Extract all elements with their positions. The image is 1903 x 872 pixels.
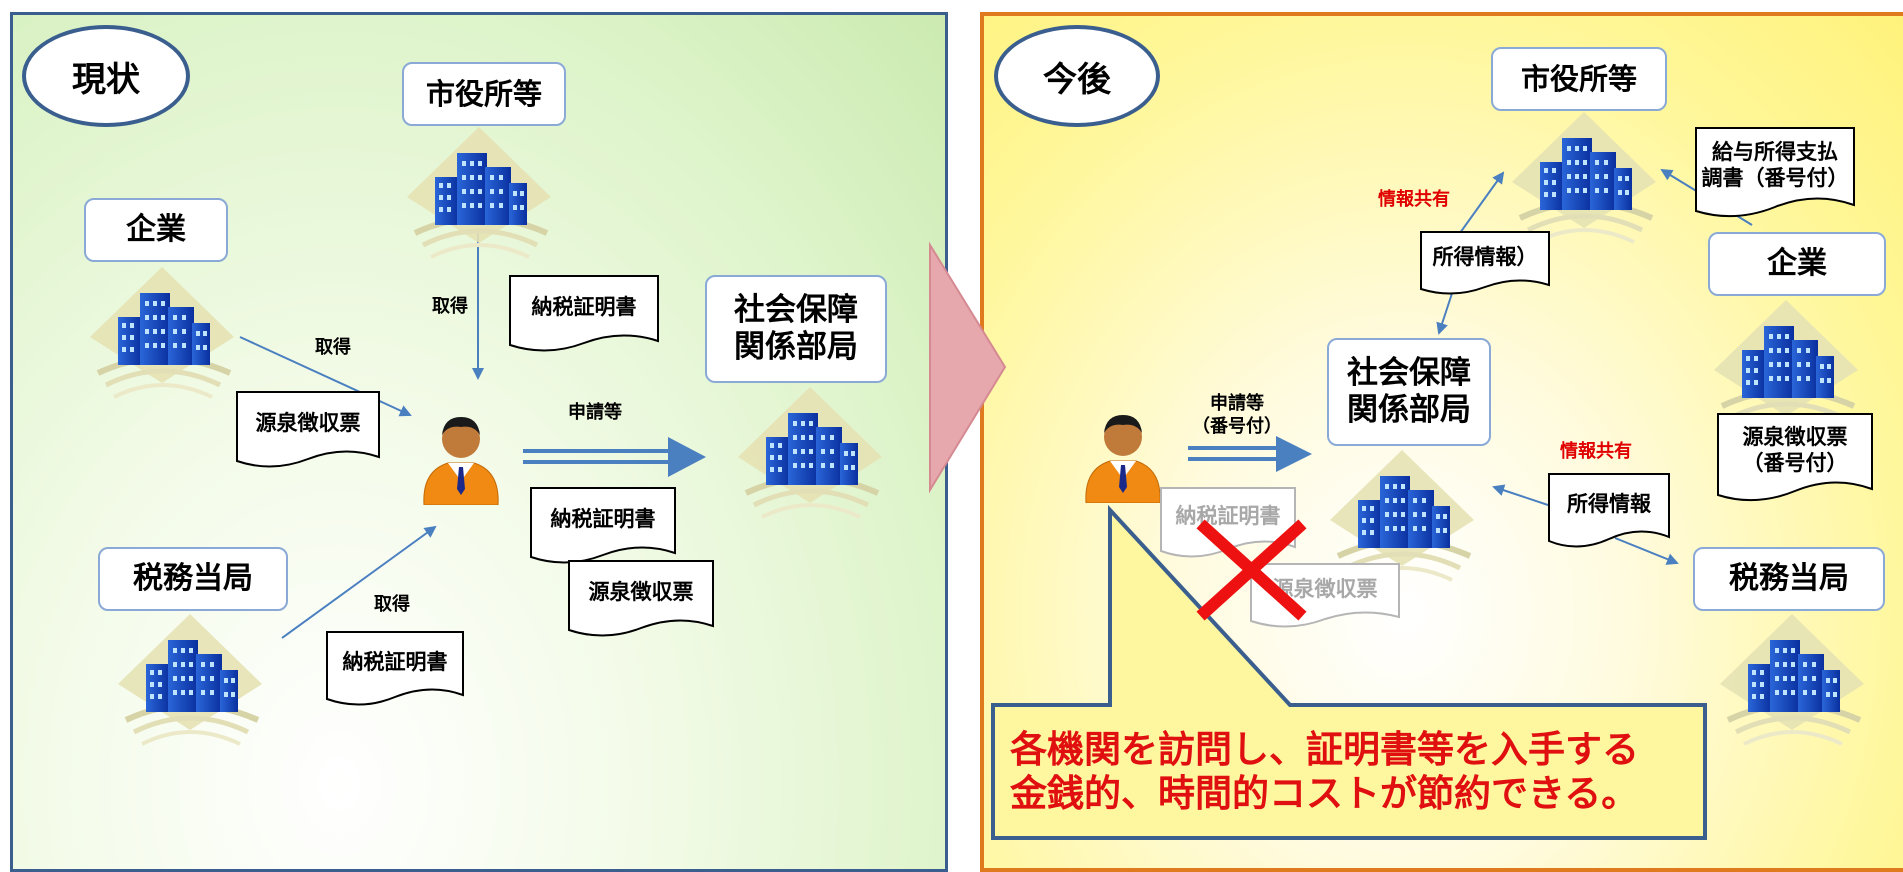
- person-shape: [423, 417, 499, 506]
- city-office-label-right: 市役所等: [1491, 47, 1667, 111]
- doc-shape: [1548, 473, 1670, 548]
- callout-box: [991, 504, 1707, 840]
- building-icon: [401, 125, 557, 265]
- social-security-label-right: 社会保障 関係部局: [1327, 338, 1491, 446]
- info-share-label-bottom: 情報共有: [1560, 441, 1632, 462]
- doc-shape: [530, 487, 676, 564]
- doc-payment-report: 給与所得支払 調書（番号付）: [1695, 127, 1855, 223]
- obtain-label-company: 取得: [315, 337, 351, 358]
- city-office-label-left: 市役所等: [402, 62, 566, 126]
- building-icon: [1708, 298, 1864, 438]
- application-label-left: 申請等: [568, 402, 622, 423]
- building-shape: [407, 127, 551, 259]
- company-label-right: 企業: [1708, 232, 1886, 296]
- building-shape: [1330, 450, 1474, 582]
- future-state-title: 今後: [994, 25, 1160, 127]
- callout-line-1: 各機関を訪問し、証明書等を入手する: [1010, 728, 1639, 771]
- doc-shape: [1420, 231, 1550, 295]
- callout-line-2: 金銭的、時間的コストが節約できる。: [1010, 771, 1639, 815]
- doc-tax-certificate-city: 納税証明書: [509, 275, 659, 357]
- person-icon: [1080, 403, 1166, 504]
- person-icon: [418, 405, 504, 506]
- building-shape: [118, 614, 262, 746]
- current-state-title: 現状: [22, 25, 190, 127]
- doc-shape: [1717, 413, 1873, 502]
- building-shape: [1714, 300, 1858, 432]
- doc-faded-withholding-slip: 源泉徴収票: [1250, 563, 1400, 633]
- company-label-left: 企業: [84, 198, 228, 262]
- building-shape: [90, 267, 234, 399]
- application-label-right: 申請等 （番号付）: [1192, 393, 1282, 437]
- doc-income-info-top: 所得情報）: [1420, 231, 1550, 299]
- doc-shape: [509, 275, 659, 352]
- application-arrow-right: [1188, 436, 1312, 472]
- building-icon: [732, 385, 888, 525]
- building-icon: [1506, 110, 1662, 250]
- callout-text: 各機関を訪問し、証明書等を入手する 金銭的、時間的コストが節約できる。: [1010, 728, 1670, 815]
- tax-authority-label-left: 税務当局: [98, 547, 288, 611]
- person-shape: [1085, 415, 1161, 504]
- doc-faded-tax-certificate: 納税証明書: [1160, 487, 1296, 563]
- doc-submitted-tax-certificate: 納税証明書: [530, 487, 676, 569]
- building-shape: [738, 387, 882, 519]
- obtain-label-tax: 取得: [374, 594, 410, 615]
- obtain-label-city: 取得: [432, 296, 468, 317]
- doc-shape: [326, 631, 464, 706]
- doc-shape: [568, 560, 714, 637]
- doc-income-info-bottom: 所得情報: [1548, 473, 1670, 553]
- social-security-label-left: 社会保障 関係部局: [705, 275, 887, 383]
- doc-shape: [1695, 127, 1855, 218]
- tax-authority-label-right: 税務当局: [1693, 547, 1885, 611]
- doc-submitted-withholding-slip: 源泉徴収票: [568, 560, 714, 642]
- doc-withholding-slip-numbered: 源泉徴収票 （番号付）: [1717, 413, 1873, 507]
- doc-shape: [236, 391, 380, 468]
- application-arrow-left: [523, 437, 706, 477]
- doc-withholding-slip-company: 源泉徴収票: [236, 391, 380, 473]
- building-icon: [1324, 448, 1480, 588]
- building-shape: [1512, 112, 1656, 244]
- building-shape: [1720, 614, 1864, 746]
- doc-tax-certificate-tax: 納税証明書: [326, 631, 464, 711]
- building-icon: [112, 612, 268, 752]
- building-icon: [1714, 612, 1870, 752]
- building-icon: [84, 265, 240, 405]
- info-share-label-top: 情報共有: [1378, 189, 1450, 210]
